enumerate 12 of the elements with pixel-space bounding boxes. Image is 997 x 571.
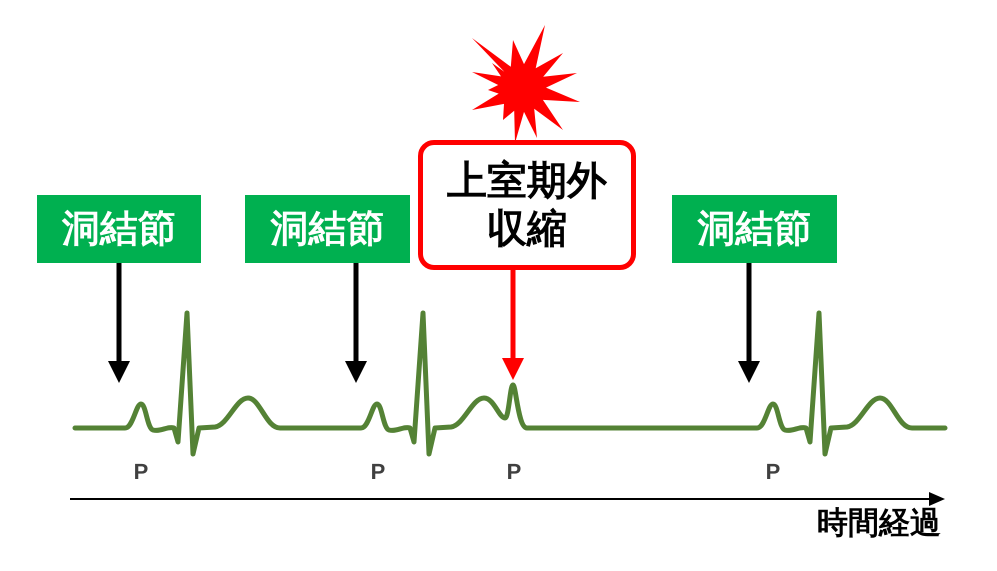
wave-label: P [370,461,386,483]
callout-box: 上室期外収縮 [418,140,636,270]
arrow [345,263,367,383]
arrow [502,270,524,380]
label-box: 洞結節 [37,195,201,263]
arrow [108,263,130,383]
wave-label: P [506,461,522,483]
label-box: 洞結節 [245,195,410,263]
axis-label: 時間経過 [817,508,941,539]
wave-label: P [766,461,780,483]
wave-label: P [134,461,148,483]
label-box: 洞結節 [672,195,837,263]
